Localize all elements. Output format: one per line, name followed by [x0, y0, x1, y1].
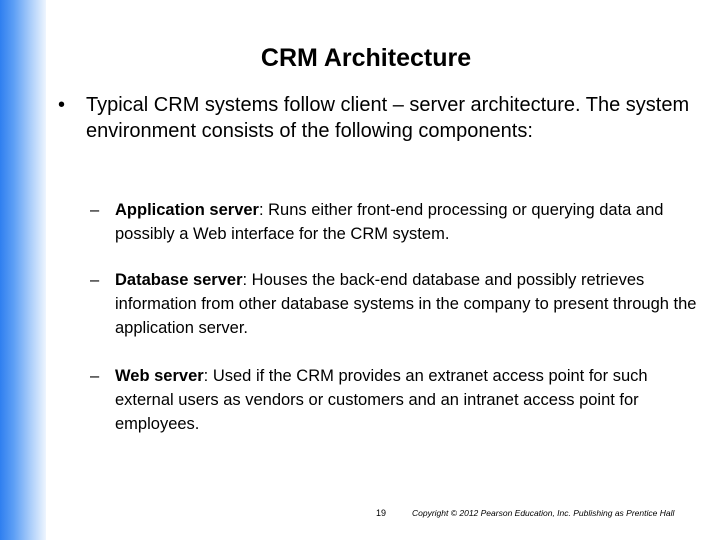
component-description: : Houses the back-end database and possi… — [115, 271, 697, 337]
component-description: : Runs either front-end processing or qu… — [115, 201, 664, 243]
component-item-database-server: – Database server: Houses the back-end d… — [90, 268, 700, 340]
dash-marker: – — [90, 201, 100, 219]
bullet-marker: • — [58, 94, 66, 116]
intro-bullet: • Typical CRM systems follow client – se… — [58, 92, 698, 144]
component-term: Web server — [115, 367, 204, 385]
component-item-application-server: – Application server: Runs either front-… — [90, 198, 700, 246]
copyright-notice: Copyright © 2012 Pearson Education, Inc.… — [412, 508, 675, 518]
component-text: Application server: Runs either front-en… — [115, 198, 700, 246]
component-text: Database server: Houses the back-end dat… — [115, 268, 700, 340]
dash-marker: – — [90, 271, 100, 289]
page-number: 19 — [376, 508, 387, 518]
component-term: Application server — [115, 201, 259, 219]
component-item-web-server: – Web server: Used if the CRM provides a… — [90, 364, 700, 436]
left-gradient-bar — [0, 0, 46, 540]
component-term: Database server — [115, 271, 243, 289]
intro-text: Typical CRM systems follow client – serv… — [86, 94, 690, 142]
component-description: : Used if the CRM provides an extranet a… — [115, 367, 648, 433]
component-text: Web server: Used if the CRM provides an … — [115, 364, 700, 436]
dash-marker: – — [90, 367, 100, 385]
slide-title: CRM Architecture — [260, 44, 472, 72]
